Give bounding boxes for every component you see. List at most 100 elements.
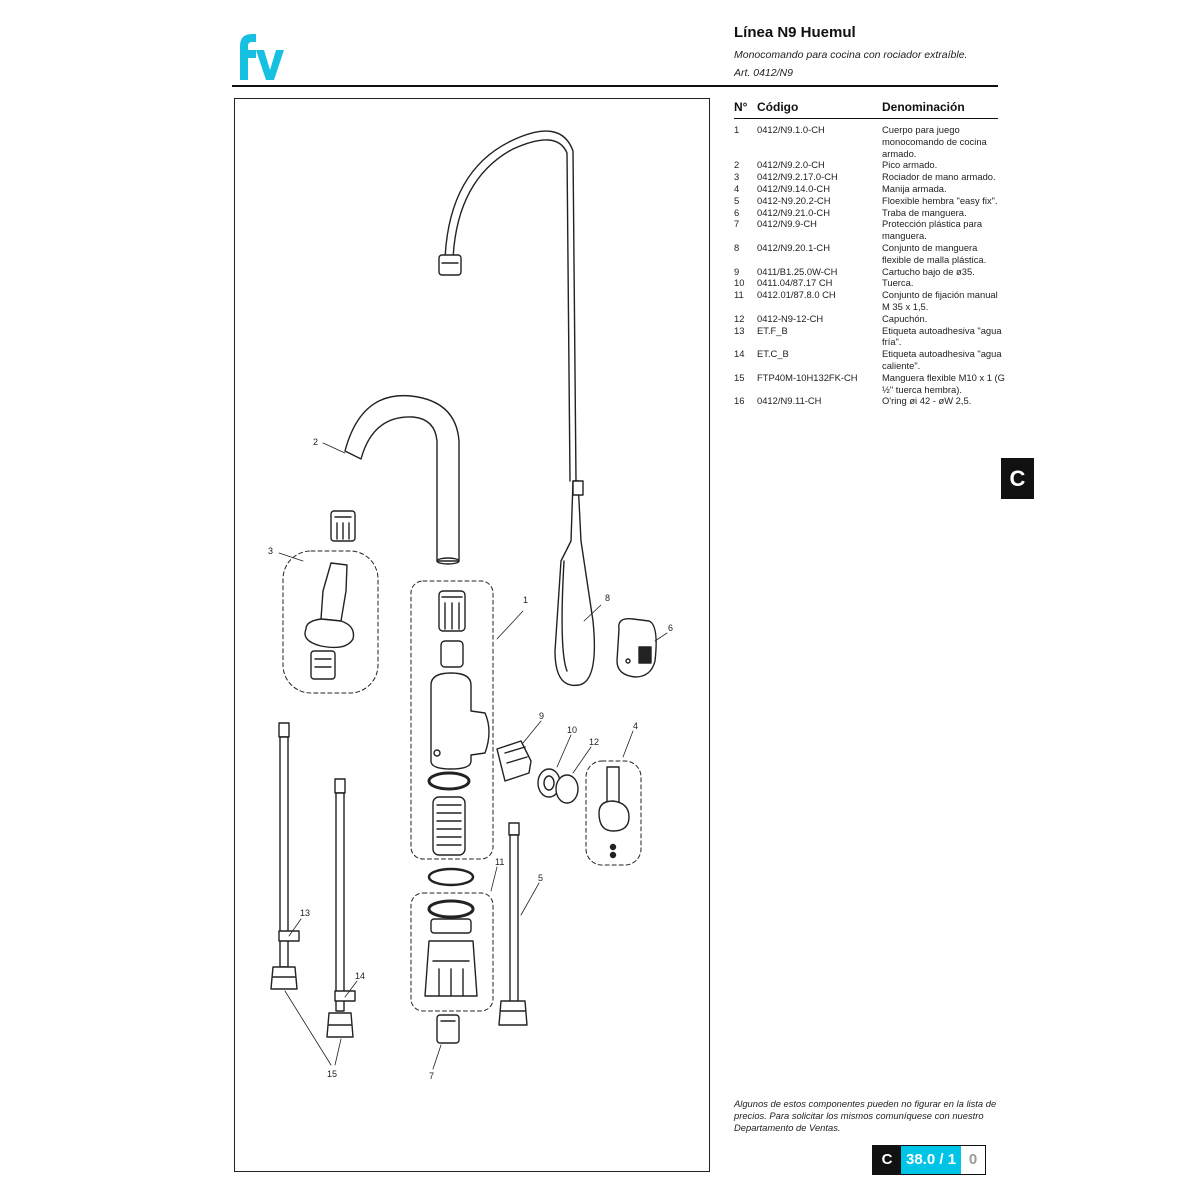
exploded-drawing-svg: 2 3 1 8 6 9 10 12 4 11 5 13 14 15 7 <box>268 130 673 1081</box>
table-row: 8 0412/N9.20.1-CH Conjunto de manguera f… <box>734 242 998 266</box>
row-name: O'ring øi 42 - øW 2,5. <box>882 395 972 407</box>
label-6: 6 <box>668 623 673 633</box>
part-3-hand-spray <box>282 550 379 694</box>
row-name: Traba de manguera. <box>882 206 967 218</box>
row-code: 0411.04/87.17 CH <box>757 277 833 289</box>
row-code: 0412/N9.11-CH <box>757 395 822 407</box>
table-row: 11 0412.01/87.8.0 CH Conjunto de fijació… <box>734 289 998 313</box>
row-code: 0412/N9.9-CH <box>757 218 817 230</box>
part-9-cartridge <box>496 740 532 782</box>
row-number: 8 <box>734 241 740 253</box>
part-13-15-hose-cold <box>270 722 300 990</box>
row-name: Floexible hembra "easy fix". <box>882 194 998 206</box>
row-code: 0412.01/87.8.0 CH <box>757 289 836 301</box>
table-row: 2 0412/N9.2.0-CH Pico armado. <box>734 159 998 171</box>
parts-table-rule <box>734 118 998 119</box>
row-code: 0412/N9.2.17.0-CH <box>757 171 838 183</box>
row-number: 5 <box>734 194 740 206</box>
row-number: 6 <box>734 206 740 218</box>
label-7: 7 <box>429 1071 434 1081</box>
table-row: 10 0411.04/87.17 CH Tuerca. <box>734 277 998 289</box>
table-row: 6 0412/N9.21.0-CH Traba de manguera. <box>734 207 998 219</box>
page-section: C <box>873 1146 901 1174</box>
label-11: 11 <box>495 857 504 867</box>
row-name: Conjunto de manguera flexible de malla p… <box>882 241 987 265</box>
row-name: Tuerca. <box>882 277 914 289</box>
row-code: 0412/N9.14.0-CH <box>757 182 830 194</box>
page-revision: 0 <box>961 1146 986 1174</box>
part-7-protection <box>436 1014 460 1044</box>
row-code: 0412/N9.1.0-CH <box>757 124 825 135</box>
leader-lines <box>278 442 668 1070</box>
row-name: Conjunto de fijación manual M 35 x 1,5. <box>882 289 998 312</box>
header-rule <box>232 85 998 87</box>
table-row: 7 0412/N9.9-CH Protección plástica para … <box>734 218 998 242</box>
row-code: 0412/N9.2.0-CH <box>757 159 825 171</box>
table-row: 15 FTP40M-10H132FK-CH Manguera flexible … <box>734 371 1005 396</box>
row-number: 13 <box>734 324 745 336</box>
fv-logo <box>240 34 284 80</box>
row-name: Cuerpo para juego monocomando de cocina … <box>882 124 987 159</box>
article-number: Art. 0412/N9 <box>734 67 793 79</box>
label-5: 5 <box>538 873 543 883</box>
table-row: 12 0412-N9-12-CH Capuchón. <box>734 313 998 325</box>
part-5-flexible <box>498 822 528 1026</box>
row-number: 15 <box>734 371 745 383</box>
row-code: ET.C_B <box>757 348 789 360</box>
table-row: 4 0412/N9.14.0-CH Manija armada. <box>734 183 998 195</box>
label-3: 3 <box>268 546 273 556</box>
part-14-15-hose-hot <box>326 778 356 1038</box>
product-title: Línea N9 Huemul <box>734 24 856 41</box>
row-name: Capuchón. <box>882 312 928 324</box>
table-row: 9 0411/B1.25.0W-CH Cartucho bajo de ø35. <box>734 266 998 278</box>
row-number: 11 <box>734 289 744 301</box>
label-10: 10 <box>567 725 577 735</box>
row-code: 0412/N9.20.1-CH <box>757 241 830 253</box>
exploded-drawing: 2 3 1 8 6 9 10 12 4 11 5 13 14 15 7 <box>234 98 710 1172</box>
table-row: 3 0412/N9.2.17.0-CH Rociador de mano arm… <box>734 171 998 183</box>
row-code: 0412-N9.20.2-CH <box>757 194 831 206</box>
page-number: 38.0 / 1 <box>901 1146 962 1174</box>
row-number: 3 <box>734 171 740 183</box>
col-header-no: N° <box>734 100 748 114</box>
row-code: FTP40M-10H132FK-CH <box>757 371 858 383</box>
row-code: ET.F_B <box>757 324 788 336</box>
row-number: 1 <box>734 124 740 135</box>
row-number: 2 <box>734 159 740 171</box>
part-11-fixing-set <box>410 892 494 1012</box>
row-name: Cartucho bajo de ø35. <box>882 265 975 277</box>
row-name: Pico armado. <box>882 159 938 171</box>
part-6-hose-lock <box>616 618 657 678</box>
row-name: Rociador de mano armado. <box>882 171 996 183</box>
label-15: 15 <box>327 1069 337 1079</box>
row-name: Etiqueta autoadhesiva "agua fría". <box>882 324 1002 348</box>
row-number: 4 <box>734 182 740 194</box>
parts-table-header: N° Código Denominación <box>734 97 998 117</box>
part-1-valve-body <box>410 580 494 860</box>
part-16-oring <box>427 867 475 887</box>
page-number-box: C 38.0 / 1 0 <box>872 1145 987 1175</box>
row-number: 7 <box>734 218 740 230</box>
label-9: 9 <box>539 711 544 721</box>
row-number: 10 <box>734 277 745 289</box>
label-8: 8 <box>605 593 610 603</box>
col-header-code: Código <box>757 100 799 114</box>
row-name: Protección plástica para manguera. <box>882 218 983 242</box>
row-number: 16 <box>734 395 745 407</box>
label-4: 4 <box>633 721 638 731</box>
label-2: 2 <box>313 437 318 447</box>
table-row: 16 0412/N9.11-CH O'ring øi 42 - øW 2,5. <box>734 395 998 407</box>
label-14: 14 <box>355 971 365 981</box>
part-12-cap <box>555 774 579 804</box>
row-number: 14 <box>734 348 745 360</box>
table-row: 1 0412/N9.1.0-CH Cuerpo para juego monoc… <box>734 124 998 159</box>
row-number: 9 <box>734 265 740 277</box>
part-2-spout <box>330 394 460 565</box>
label-13: 13 <box>300 908 310 918</box>
section-tab-c: C <box>1001 458 1034 499</box>
row-number: 12 <box>734 312 745 324</box>
row-name: Etiqueta autoadhesiva "agua caliente". <box>882 348 1002 371</box>
part-4-handle <box>585 760 642 866</box>
product-subtitle: Monocomando para cocina con rociador ext… <box>734 49 968 61</box>
parts-table-rows: 1 0412/N9.1.0-CH Cuerpo para juego monoc… <box>734 124 1005 407</box>
